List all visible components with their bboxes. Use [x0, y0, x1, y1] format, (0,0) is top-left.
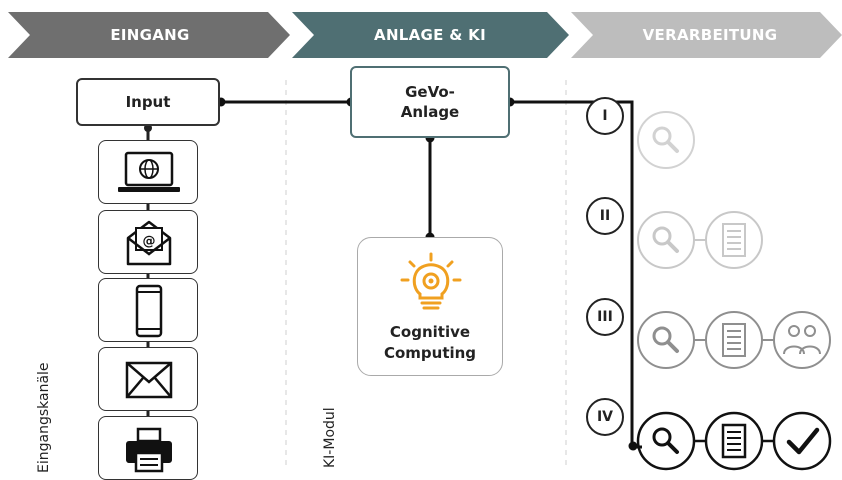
laptop-globe-icon: [118, 151, 180, 192]
step-3-document-list-icon: [705, 311, 763, 369]
step-2-document-list-icon: [705, 211, 763, 269]
stage-label-verarbeitung: VERARBEITUNG: [642, 26, 778, 44]
email-envelope-icon: @: [126, 220, 172, 266]
step-3-search-icon: [637, 311, 695, 369]
gevo-line1: GeVo-: [405, 83, 455, 101]
stage-arrow-anlage: [292, 12, 569, 58]
stage-label-eingang: EINGANG: [110, 26, 190, 44]
step-3-people-icon: [773, 311, 831, 369]
stage-label-anlage: ANLAGE & KI: [374, 26, 486, 44]
channel-fax: [98, 416, 198, 480]
stage-arrow-eingang: [8, 12, 290, 58]
input-box: Input: [76, 78, 220, 126]
step-1-search-icon: [637, 111, 695, 169]
fax-printer-icon: [126, 427, 172, 473]
lightbulb-gear-icon: [400, 252, 462, 310]
cognitive-computing-box: Cognitive Computing: [357, 237, 503, 376]
smartphone-icon: [135, 284, 163, 338]
stage-arrow-verarbeitung: [571, 12, 842, 58]
step-4-checkmark-icon: [772, 411, 832, 471]
step-2-search-icon: [637, 211, 695, 269]
step-numeral-3: III: [586, 298, 624, 336]
channel-mobile: [98, 278, 198, 342]
channel-letter: [98, 347, 198, 411]
ki-line1: Cognitive: [389, 323, 471, 341]
step-4-document-list-icon: [704, 411, 764, 471]
step-numeral-4: IV: [586, 398, 624, 436]
ki-line2: Computing: [383, 344, 477, 362]
svg-text:@: @: [143, 234, 156, 249]
step-4-search-icon: [636, 411, 696, 471]
channel-email: @: [98, 210, 198, 274]
letter-icon: [125, 361, 173, 399]
gevo-anlage-box: GeVo- Anlage: [350, 66, 510, 138]
step-numeral-2: II: [586, 197, 624, 235]
channel-web: [98, 140, 198, 204]
gevo-line2: Anlage: [400, 103, 460, 121]
input-box-label: Input: [125, 93, 171, 111]
step-numeral-1: I: [586, 97, 624, 135]
